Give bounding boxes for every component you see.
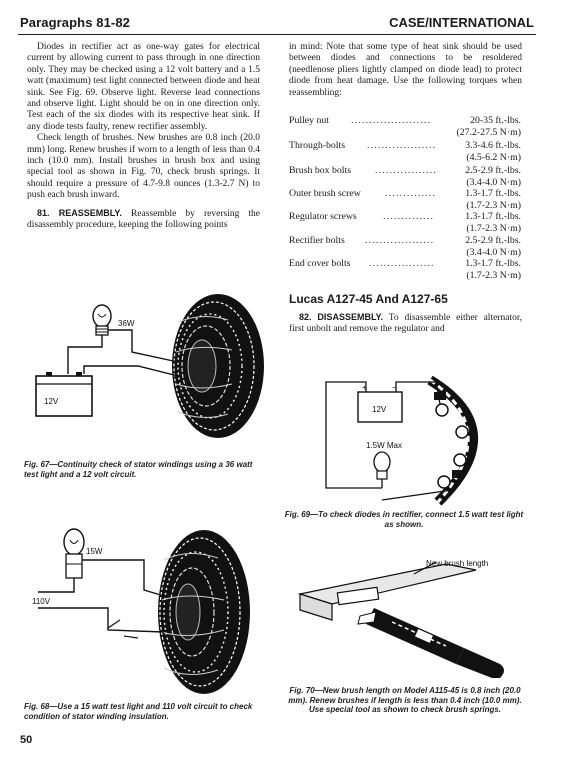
test-lamp-icon [63,528,85,579]
torque-metric: (1.7-2.3 N·m) [466,223,521,234]
figure-68-caption: Fig. 68—Use a 15 watt test light and 110… [24,702,253,721]
torque-row: End cover bolts .................. 1.3-1… [289,258,521,282]
paragraph-81: 81. REASSEMBLY. Reassemble by reversing … [27,208,260,232]
torque-metric: (4.5-6.2 N·m) [466,152,521,163]
torque-metric: (3.4-4.0 N·m) [466,177,521,188]
torque-row: Rectifier bolts ................... 2.5-… [289,235,521,259]
torque-value: 3.3-4.6 ft.-lbs. [465,140,521,151]
figure-68-diagram: 15W 110V [32,528,250,694]
battery-icon [35,372,93,417]
page-number: 50 [20,734,33,746]
section-81-text: Reassemble by reversing the disassembly … [27,208,261,231]
torque-label: Pulley nut [289,115,330,126]
lamp-label: 1.5W Max [366,441,402,450]
special-tool-icon [357,608,504,678]
brush-length-label: New brush length [426,559,488,568]
battery-minus-label: − [392,383,397,392]
torque-metric: (3.4-4.0 N·m) [466,247,521,258]
torque-metric: (27.2-27.5 N·m) [456,127,521,138]
torque-row: Pulley nut ...................... 20-35 … [289,115,521,139]
left-column-text: Diodes in rectifier act as one-way gates… [27,42,260,232]
right-column-82: 82. DISASSEMBLY. To disassemble either a… [289,312,522,336]
rectifier-illustration [427,375,478,506]
battery-label: 12V [372,405,387,414]
paragraph-diodes: Diodes in rectifier act as one-way gates… [27,42,260,132]
figure-69-diagram: + − 12V 1.5W Max [325,375,478,506]
torque-label: Rectifier bolts [289,235,345,246]
leader-dots: .............. [383,211,435,222]
leader-dots: ................... [367,140,437,151]
figure-67-caption: Fig. 67—Continuity check of stator windi… [24,460,253,479]
torque-value: 1.3-1.7 ft.-lbs. [465,211,521,222]
battery-plus-label: + [362,383,367,392]
figure-67-diagram: 36W 12V [35,294,264,438]
stator-windings-illustration [172,294,264,438]
leader-dots: .................. [369,258,435,269]
supply-label: 110V [32,597,51,606]
torque-value: 1.3-1.7 ft.-lbs. [465,258,521,269]
lamp-label: 15W [86,547,103,556]
torque-label: Through-bolts [289,140,346,151]
test-lamp-icon [92,304,112,336]
torque-value: 2.5-2.9 ft.-lbs. [465,165,521,176]
torque-value: 1.3-1.7 ft.-lbs. [465,188,521,199]
paragraph-heat-sink: in mind: Note that some type of heat sin… [289,42,522,98]
figure-70-caption: Fig. 70—New brush length on Model A115-4… [288,686,522,714]
leader-dots: .............. [385,188,437,199]
battery-icon [357,391,403,423]
figure-70-diagram: New brush length [297,559,504,678]
test-lamp-icon [373,451,391,480]
brush-box-illustration [297,563,477,621]
section-81-heading: 81. REASSEMBLY. [37,207,122,218]
running-head-right: CASE/INTERNATIONAL [389,15,534,30]
torque-row: Through-bolts ................... 3.3-4.… [289,140,521,164]
torque-label: Regulator screws [289,211,357,222]
running-head-left: Paragraphs 81-82 [20,15,130,30]
leader-dots: ................... [365,235,435,246]
section-82-heading: 82. DISASSEMBLY. [299,312,384,322]
torque-metric: (1.7-2.3 N·m) [466,270,521,281]
figure-69-caption: Fig. 69—To check diodes in rectifier, co… [284,510,524,529]
section-subheading: Lucas A127-45 And A127-65 [289,292,448,306]
header-rule [18,34,536,35]
torque-value: 20-35 ft.-lbs. [470,115,521,126]
leader-dots: ...................... [351,115,432,126]
torque-row: Outer brush screw .............. 1.3-1.7… [289,188,521,212]
torque-label: Brush box bolts [289,165,352,176]
leader-dots: ................. [375,165,438,176]
torque-label: End cover bolts [289,258,351,269]
paragraph-brushes: Check length of brushes. New brushes are… [27,133,260,201]
torque-metric: (1.7-2.3 N·m) [466,200,521,211]
paragraph-82: 82. DISASSEMBLY. To disassemble either a… [289,312,522,336]
torque-value: 2.5-2.9 ft.-lbs. [465,235,521,246]
torque-row: Brush box bolts ................. 2.5-2.… [289,165,521,189]
lamp-label: 36W [118,319,135,328]
battery-label: 12V [44,397,59,406]
torque-row: Regulator screws .............. 1.3-1.7 … [289,211,521,235]
torque-label: Outer brush screw [289,188,361,199]
section-82-text: To disassemble either alternator, first … [289,313,522,335]
stator-windings-illustration [158,530,250,694]
right-column-intro: in mind: Note that some type of heat sin… [289,42,522,99]
